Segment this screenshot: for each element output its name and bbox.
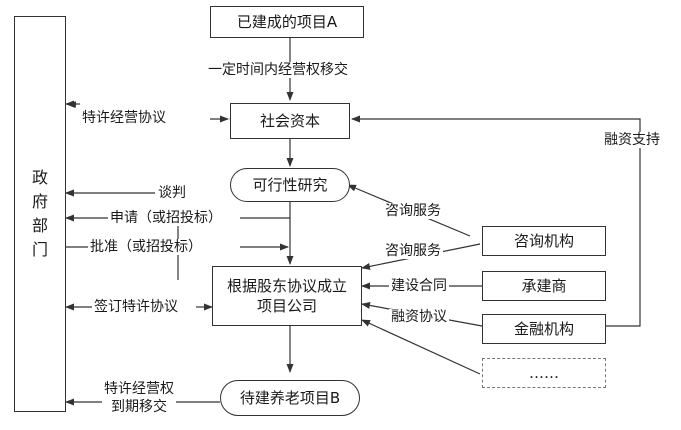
arrow-more (361, 319, 481, 375)
node-more: …… (482, 358, 606, 388)
gov-char-4: 门 (31, 240, 48, 259)
label-expire: 特许经营权 到期移交 (102, 380, 176, 416)
node-consulting: 咨询机构 (482, 226, 606, 256)
node-feasibility: 可行性研究 (230, 168, 350, 202)
node-project-a: 已建成的项目A (210, 6, 364, 38)
gov-char-3: 部 (31, 216, 48, 235)
label-approve: 批准（或招投标） (88, 239, 204, 255)
node-new-company: 根据股东协议成立 项目公司 (212, 266, 362, 326)
label-finance-agreement: 融资协议 (389, 309, 449, 325)
node-new-company-line1: 根据股东协议成立 (226, 277, 347, 295)
node-contractor-label: 承建商 (521, 277, 567, 295)
node-new-company-line2: 项目公司 (256, 297, 317, 315)
label-a-to-capital: 一定时间内经营权移交 (206, 62, 350, 78)
node-finance: 金融机构 (482, 314, 606, 344)
node-government: 政 府 部 门 (14, 16, 66, 412)
label-apply: 申请（或招投标） (108, 210, 224, 226)
label-finance-support: 融资支持 (602, 132, 662, 148)
gov-char-1: 政 (31, 168, 48, 187)
label-expire-line1: 特许经营权 (104, 381, 174, 397)
node-contractor: 承建商 (482, 271, 606, 301)
node-social-capital-label: 社会资本 (259, 112, 320, 130)
label-sign: 签订特许协议 (92, 299, 180, 315)
node-project-b: 待建养老项目B (220, 380, 360, 416)
node-project-b-label: 待建养老项目B (239, 389, 341, 407)
label-negotiate: 谈判 (156, 185, 188, 201)
node-finance-label: 金融机构 (513, 320, 574, 338)
node-feasibility-label: 可行性研究 (252, 176, 328, 194)
label-consult-2: 咨询服务 (383, 243, 443, 259)
node-social-capital: 社会资本 (230, 103, 350, 139)
node-consulting-label: 咨询机构 (513, 232, 574, 250)
gov-char-2: 府 (31, 192, 48, 211)
label-consult-1: 咨询服务 (383, 203, 443, 219)
node-more-label: …… (529, 364, 559, 382)
label-construction: 建设合同 (389, 278, 449, 294)
node-project-a-label: 已建成的项目A (236, 13, 338, 31)
arrow-finance-support (351, 115, 641, 327)
label-franchise: 特许经营协议 (80, 110, 168, 126)
label-expire-line2: 到期移交 (111, 399, 167, 415)
